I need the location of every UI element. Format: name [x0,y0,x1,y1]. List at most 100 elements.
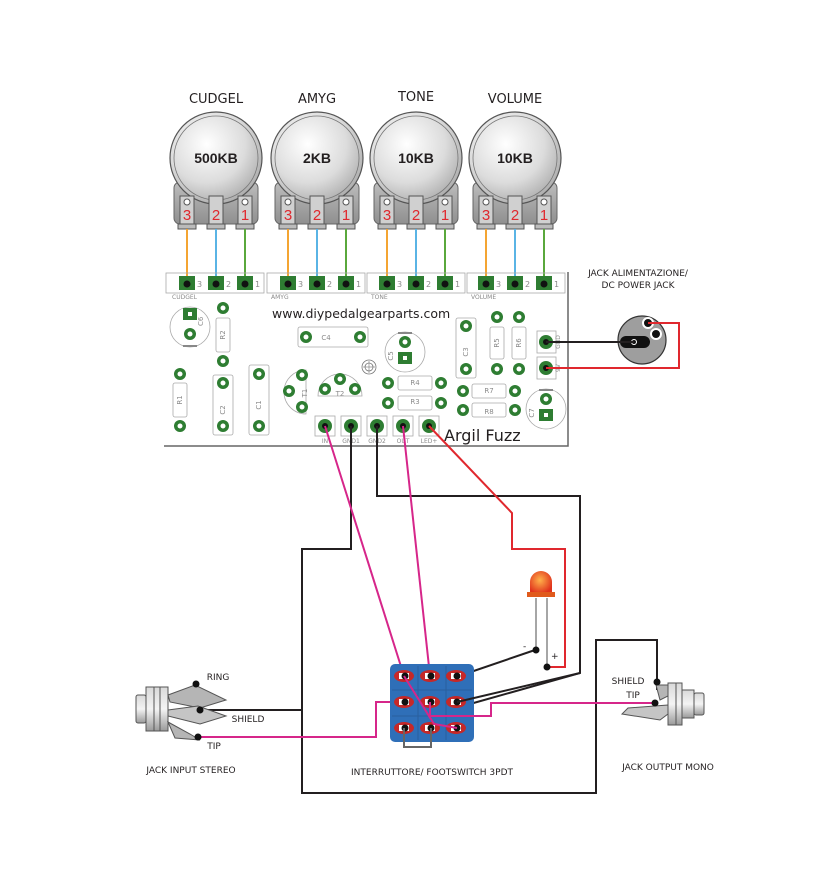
pot-title: AMYG [298,92,336,107]
led-plus-label: + [551,652,559,662]
resistor-r5: R5 [489,311,505,375]
pin-1-label: 1 [342,207,350,224]
wire-gnd2-end [456,672,581,703]
svg-text:R6: R6 [515,338,523,348]
pin-1-label: 1 [441,207,449,224]
svg-text:T1: T1 [301,389,309,399]
pot-value: 500KB [194,150,238,166]
svg-text:2: 2 [327,280,332,289]
wire-gnd1 [301,426,658,794]
pot-value: 10KB [497,150,533,166]
mounting-hole [361,359,377,375]
svg-text:2: 2 [426,280,431,289]
pot-title: TONE [397,90,434,105]
volume-wires [485,229,545,284]
pot-cudgel: CUDGEL 500KB 3 2 1 [169,92,263,230]
svg-text:3: 3 [397,280,402,289]
header-label-volume: VOLUME [471,294,496,301]
dc-jack-label-2: DC POWER JACK [602,281,676,291]
pcb-url: www.diypedalgearparts.com [272,306,450,321]
svg-text:R3: R3 [410,398,419,406]
header-label-cudgel: CUDGEL [172,294,198,301]
pot-lugs [278,195,356,230]
amyg-wires [287,229,347,284]
dc-power-jack: JACK ALIMENTAZIONE/ DC POWER JACK [587,269,689,365]
pot-lugs [476,195,554,230]
svg-text:R2: R2 [219,330,227,339]
output-jack-mono: SHIELD TIP JACK OUTPUT MONO [612,677,714,773]
svg-text:1: 1 [455,280,460,289]
svg-text:C5: C5 [387,351,395,360]
pin-2-label: 2 [313,207,321,224]
resistor-r3: R3 [382,395,447,411]
svg-text:R1: R1 [176,395,184,404]
output-jack-label: JACK OUTPUT MONO [621,763,714,773]
pot-wires [186,229,545,284]
wire-gnd2 [376,426,581,705]
svg-text:R7: R7 [484,387,493,395]
svg-text:T2: T2 [335,390,345,398]
cudgel-wires [186,229,246,284]
pad-label-led: LED+ [421,438,438,445]
pot-value: 2KB [303,150,331,166]
svg-text:1: 1 [255,280,260,289]
output-shield-label: SHIELD [612,677,645,687]
wire-power-9v [546,322,680,369]
resistor-r8: R8 [457,402,521,418]
svg-text:R8: R8 [484,408,493,416]
tone-wires [386,229,446,284]
svg-text:3: 3 [197,280,202,289]
pot-value: 10KB [398,150,434,166]
pcb-brand: Argil Fuzz [444,426,521,445]
cap-c5: C5 [384,331,426,373]
switch-jumper [403,728,432,748]
transistor-t2: T2 [317,373,363,398]
svg-text:C7: C7 [528,408,536,417]
pin-1-label: 1 [540,207,548,224]
resistor-r2: R2 [215,302,231,367]
cap-c6: C6 [169,306,211,348]
svg-text:R5: R5 [493,338,501,347]
pin-3-label: 3 [183,207,191,224]
led: - + [523,571,559,671]
cap-c7: C7 [525,388,567,430]
pin-3-label: 3 [383,207,391,224]
header-pads [179,276,552,290]
power-pads: GND 9V [536,330,562,380]
pin-2-label: 2 [212,207,220,224]
pad-label-in: IN [322,438,328,445]
pad-label-out: OUT [397,438,410,445]
svg-text:R4: R4 [410,379,420,387]
svg-text:2: 2 [525,280,530,289]
input-jack-label: JACK INPUT STEREO [145,766,235,776]
svg-text:C2: C2 [219,405,227,414]
input-jack-stereo: RING SHIELD TIP JACK INPUT STEREO [135,673,264,776]
pot-lugs [377,195,455,230]
pot-tone: TONE 10KB 3 2 1 [369,90,463,230]
svg-text:3: 3 [496,280,501,289]
pin-2-label: 2 [412,207,420,224]
svg-text:C1: C1 [255,400,263,409]
transistor-t1: T1 [283,369,309,415]
dc-jack-label-1: JACK ALIMENTAZIONE/ [587,269,689,279]
svg-text:C4: C4 [321,334,331,342]
pot-title: CUDGEL [189,92,244,107]
pot-title: VOLUME [488,92,542,107]
input-tip-label: TIP [206,742,221,752]
pin-3-label: 3 [284,207,292,224]
pot-amyg: AMYG 2KB 3 2 1 [270,92,364,230]
svg-text:C6: C6 [197,316,205,326]
resistor-r4: R4 [382,375,447,391]
input-ring-label: RING [207,673,230,683]
svg-text:3: 3 [298,280,303,289]
pin-1-label: 1 [241,207,249,224]
svg-text:C3: C3 [462,347,470,356]
cap-c2: C2 [212,374,234,436]
wire-led-plus [428,425,566,668]
led-minus-label: - [523,642,526,652]
resistor-r7: R7 [457,383,521,399]
pin-3-label: 3 [482,207,490,224]
pcb-pot-headers [165,272,566,294]
cap-c3: C3 [455,317,477,379]
